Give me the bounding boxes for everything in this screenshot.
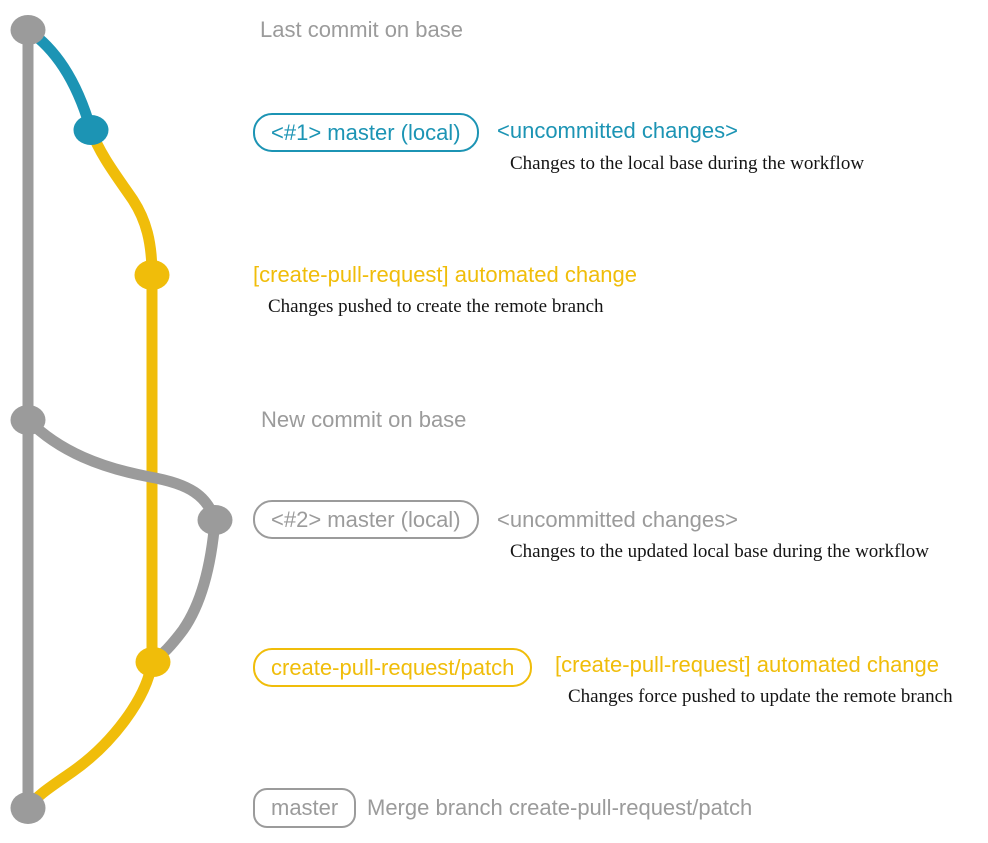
local-master-2-branch <box>22 414 221 526</box>
label-uncommitted-changes-1: <uncommitted changes> <box>497 118 738 143</box>
label-uncommitted-changes-2: <uncommitted changes> <box>497 507 738 532</box>
commit-node-automated-change-1 <box>134 260 170 290</box>
badge-master-local-1: <#1> master (local) <box>253 113 479 152</box>
commit-node-automated-change-2 <box>135 647 171 677</box>
label-automated-change-1: [create-pull-request] automated change <box>253 262 638 287</box>
label-new-commit-on-base: New commit on base <box>261 407 467 432</box>
badge-master-local-1-label: <#1> master (local) <box>271 119 461 145</box>
badge-create-pull-request-patch: create-pull-request/patch <box>253 648 533 687</box>
commit-node-local-master-2 <box>197 505 233 535</box>
badge-master-local-2: <#2> master (local) <box>253 500 479 539</box>
commit-node-last-base <box>10 15 46 45</box>
commit-node-local-master-1 <box>73 115 109 145</box>
commit-node-merge <box>10 792 46 824</box>
commit-graph <box>10 15 233 824</box>
badge-create-pull-request-patch-label: create-pull-request/patch <box>271 654 515 680</box>
label-last-commit-on-base: Last commit on base <box>260 17 463 42</box>
label-automated-change-2: [create-pull-request] automated change <box>555 652 940 677</box>
badge-master: master <box>253 788 357 828</box>
commit-node-new-base <box>10 405 46 435</box>
caption-updated-local-base-changes: Changes to the updated local base during… <box>510 541 929 562</box>
local-master-1-branch <box>22 24 97 136</box>
caption-push-create-remote: Changes pushed to create the remote bran… <box>268 296 604 317</box>
caption-local-base-changes: Changes to the local base during the wor… <box>510 153 865 174</box>
caption-force-push-update-remote: Changes force pushed to update the remot… <box>568 686 953 707</box>
force-push-branch <box>147 514 221 668</box>
badge-master-label: master <box>271 795 339 820</box>
label-merge-branch: Merge branch create-pull-request/patch <box>367 795 753 820</box>
badge-master-local-2-label: <#2> master (local) <box>271 506 461 532</box>
